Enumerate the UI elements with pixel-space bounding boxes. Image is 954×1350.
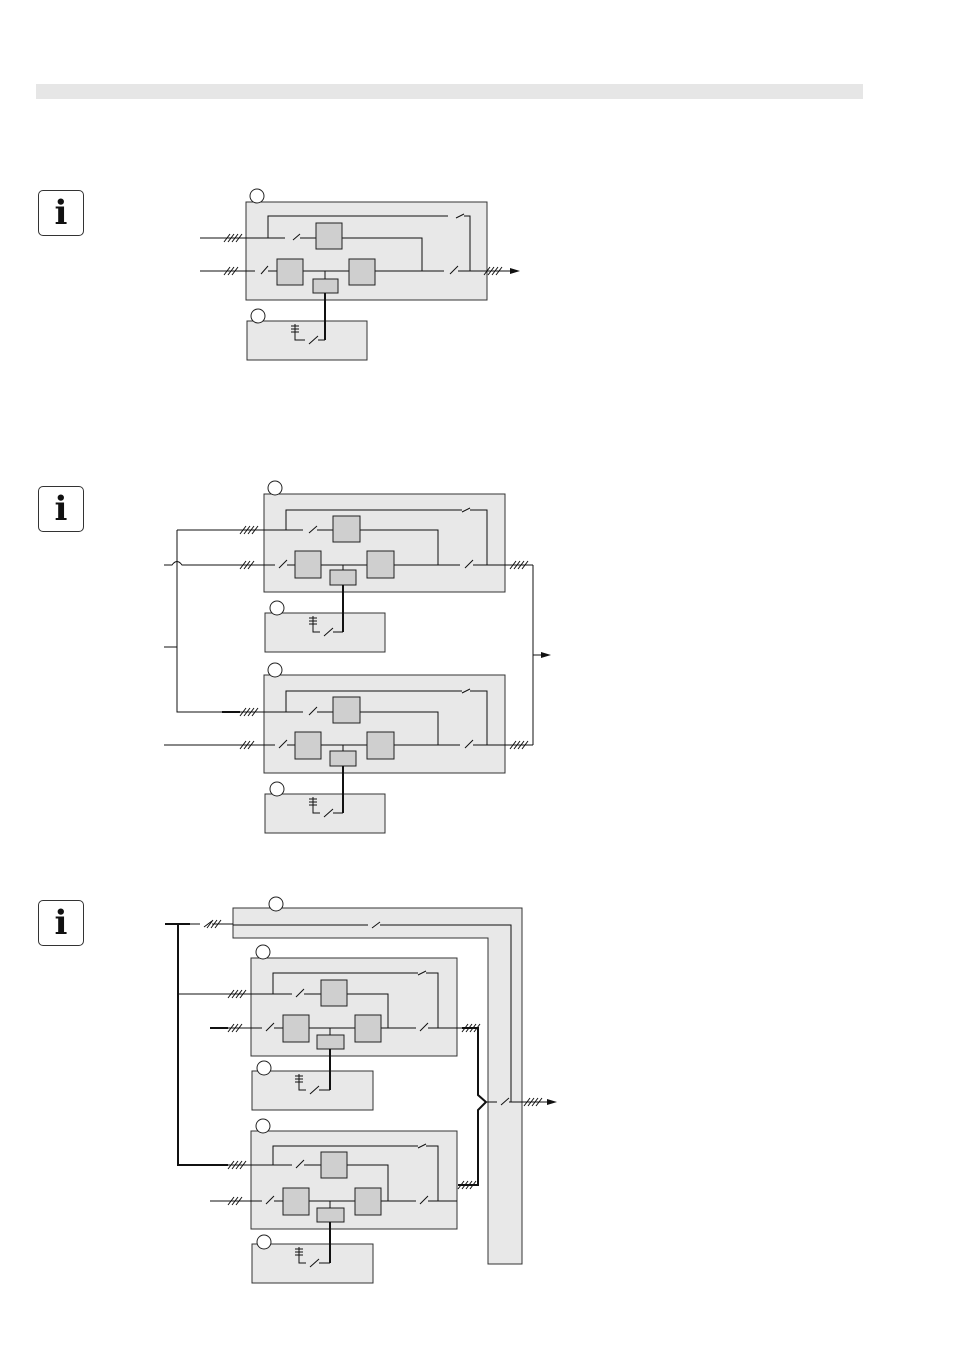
static-switch-block xyxy=(333,697,360,723)
item-marker xyxy=(257,1061,271,1075)
item-marker xyxy=(251,309,265,323)
charger-block xyxy=(317,1208,344,1222)
output-arrow xyxy=(541,652,551,658)
static-switch-block xyxy=(321,980,347,1006)
rectifier-block xyxy=(277,259,303,285)
header-bar xyxy=(36,84,863,99)
item-marker xyxy=(250,189,264,203)
battery-module xyxy=(265,766,385,833)
item-marker xyxy=(269,897,283,911)
charger-block xyxy=(330,570,356,585)
ups-module xyxy=(210,945,480,1056)
ups-module xyxy=(222,663,533,773)
ups-module xyxy=(222,481,533,592)
item-marker xyxy=(270,782,284,796)
item-marker xyxy=(257,1235,271,1249)
inverter-block xyxy=(355,1015,381,1042)
output-arrow xyxy=(547,1099,557,1105)
item-marker xyxy=(268,663,282,677)
parallel-bypass-diagram xyxy=(0,890,954,1290)
battery-module xyxy=(252,1049,373,1110)
rectifier-block xyxy=(283,1015,309,1042)
item-marker xyxy=(256,945,270,959)
item-marker xyxy=(270,601,284,615)
static-switch-block xyxy=(321,1152,347,1178)
ups-module xyxy=(200,189,520,300)
parallel-ups-diagram xyxy=(0,470,954,840)
battery-module xyxy=(252,1222,373,1283)
static-switch-block xyxy=(333,516,360,542)
item-marker xyxy=(268,481,282,495)
charger-block xyxy=(330,751,356,766)
rectifier-block xyxy=(295,551,321,578)
charger-block xyxy=(317,1035,344,1049)
battery-module xyxy=(265,585,385,652)
charger-block xyxy=(313,279,338,293)
rectifier-block xyxy=(295,732,321,759)
inverter-block xyxy=(367,551,394,578)
ups-module xyxy=(210,1119,476,1229)
inverter-block xyxy=(355,1188,381,1215)
inverter-block xyxy=(367,732,394,759)
output-arrow xyxy=(510,268,520,274)
static-switch-block xyxy=(316,223,342,249)
rectifier-block xyxy=(283,1188,309,1215)
item-marker xyxy=(256,1119,270,1133)
inverter-block xyxy=(349,259,375,285)
single-ups-diagram xyxy=(0,180,954,370)
battery-module xyxy=(247,293,367,360)
